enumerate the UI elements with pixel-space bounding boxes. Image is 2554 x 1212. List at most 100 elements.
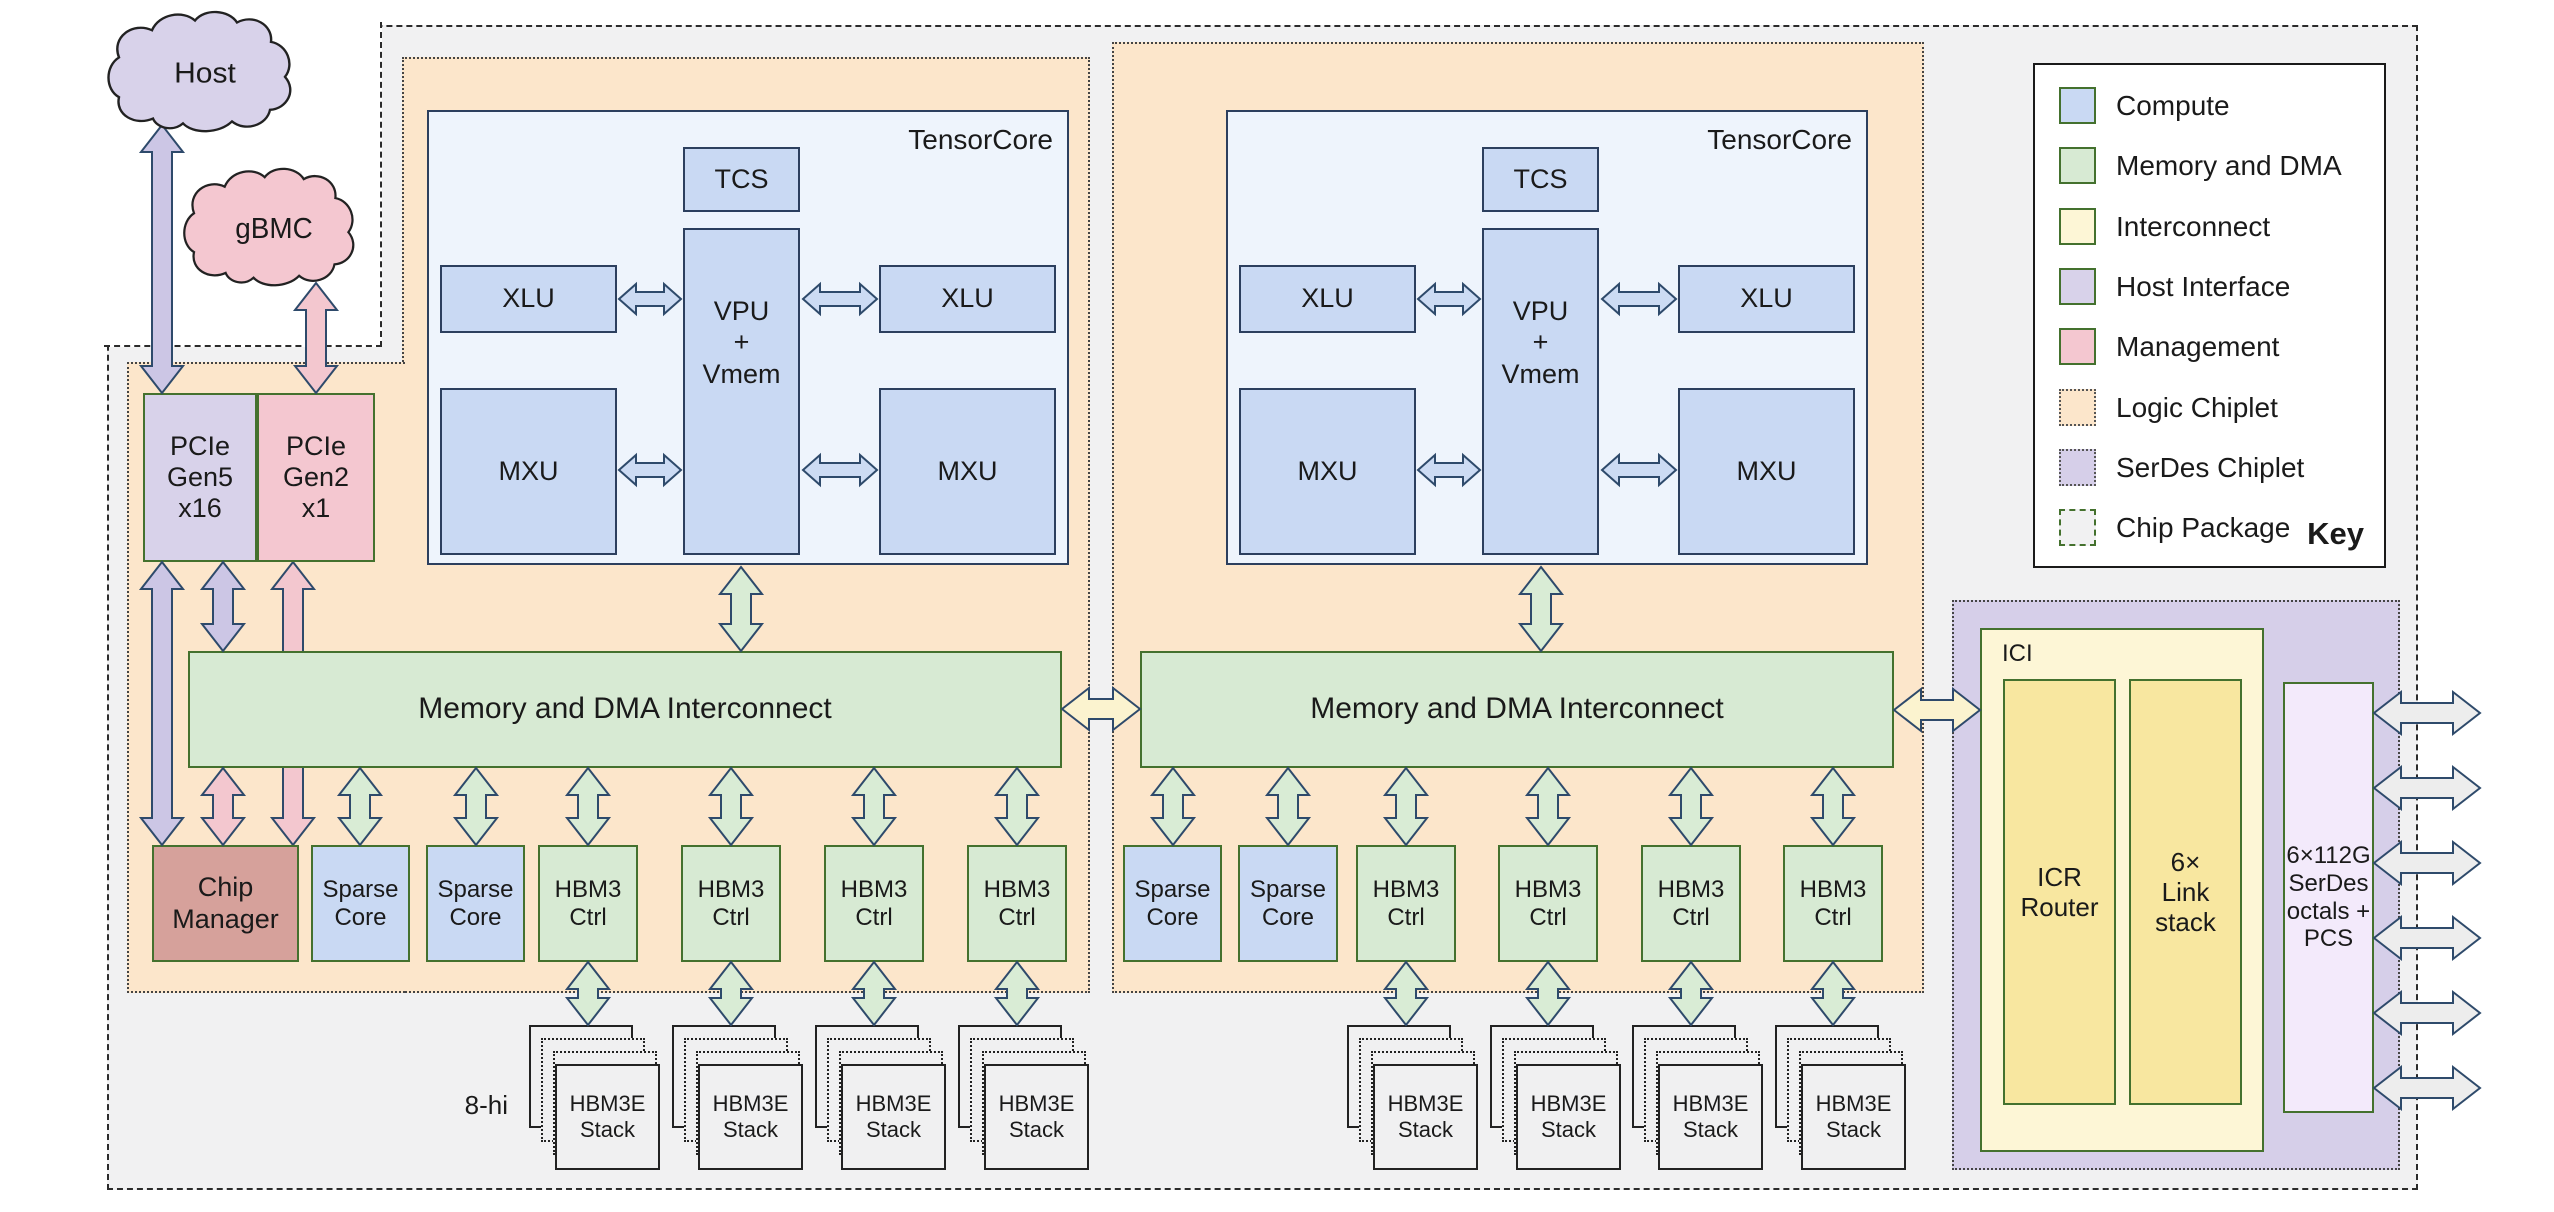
hbm3-ctrl-box: HBM3 Ctrl [1783, 845, 1883, 962]
hbm3-ctrl-box: HBM3 Ctrl [681, 845, 781, 962]
interconnect-ici-arrow [1892, 686, 1982, 734]
gbmc-cloud-shape [183, 167, 355, 287]
interconnect-hbmctrl-arrow-shape [564, 766, 612, 847]
key-swatch-memory [2059, 147, 2096, 184]
tensorcore2-interconnect-arrow [1517, 565, 1565, 653]
hbmctrl-stack-arrow-shape [1524, 960, 1572, 1027]
interconnect-sparse-arrow [336, 766, 384, 847]
serdes-link-arrow [2372, 1064, 2482, 1112]
serdes-link-arrow [2372, 839, 2482, 887]
xlu-vpu-arrow-shape [1416, 281, 1482, 317]
icr-router-box: ICR Router [2003, 679, 2116, 1105]
sparse-core-box: Sparse Core [1238, 845, 1338, 962]
hbmctrl-stack-arrow [1524, 960, 1572, 1027]
hbmctrl-stack-arrow-shape [1667, 960, 1715, 1027]
hbm3-ctrl-box: HBM3 Ctrl [1356, 845, 1456, 962]
interconnect-hbmctrl-arrow-shape [707, 766, 755, 847]
key-swatch-compute [2059, 87, 2096, 124]
key-swatch-logic-chiplet [2059, 389, 2096, 426]
hbmctrl-stack-arrow [1667, 960, 1715, 1027]
hbmctrl-stack-arrow [564, 960, 612, 1027]
pcie5-interconnect-arrow [199, 560, 247, 653]
pcie5-chipmgr-arrow [138, 560, 186, 847]
serdes-link-arrow [2372, 989, 2482, 1037]
serdes-octals-box: 6×112G SerDes octals + PCS [2283, 682, 2374, 1113]
hbm3-ctrl-box: HBM3 Ctrl [538, 845, 638, 962]
vpu-xlu-arrow-shape [801, 281, 879, 317]
host-cloud-shape [107, 10, 292, 133]
interconnect-sparse-arrow-shape [336, 766, 384, 847]
hbm3e-stack-front: HBM3E Stack [1658, 1064, 1763, 1170]
gbmc-pcie2-arrow [292, 281, 340, 395]
vpu-xlu-arrow [801, 452, 879, 488]
interconnect-hbmctrl-arrow [993, 766, 1041, 847]
serdes-link-arrow-shape [2372, 839, 2482, 887]
hbmctrl-stack-arrow [1382, 960, 1430, 1027]
pcie5-interconnect-arrow-shape [199, 560, 247, 653]
tensorcore-1-xlu-left-box: XLU [440, 265, 617, 333]
memory-dma-interconnect-1: Memory and DMA Interconnect [188, 651, 1062, 768]
interconnect-link-arrow-shape [1060, 685, 1142, 733]
interconnect-hbmctrl-arrow [850, 766, 898, 847]
tensorcore-2-vpu-box: VPU + Vmem [1482, 228, 1599, 555]
vpu-xlu-arrow [1600, 452, 1678, 488]
hbm3e-stack-front: HBM3E Stack [984, 1064, 1089, 1170]
tensorcore2-interconnect-arrow-shape [1517, 565, 1565, 653]
interconnect-link-arrow [1060, 685, 1142, 733]
interconnect-hbmctrl-arrow-shape [993, 766, 1041, 847]
hbm3e-stack-front: HBM3E Stack [841, 1064, 946, 1170]
tensorcore-1-mxu-right-box: MXU [879, 388, 1056, 555]
tensorcore-2-xlu-left-box: XLU [1239, 265, 1416, 333]
sparse-core-box: Sparse Core [311, 845, 410, 962]
vpu-xlu-arrow-shape [801, 452, 879, 488]
hbm3e-stack-front: HBM3E Stack [1801, 1064, 1906, 1170]
tensorcore1-interconnect-arrow [717, 565, 765, 653]
interconnect-hbmctrl-arrow [707, 766, 755, 847]
vpu-xlu-arrow-shape [1600, 452, 1678, 488]
interconnect-hbmctrl-arrow-shape [1524, 766, 1572, 847]
xlu-vpu-arrow-shape [617, 452, 683, 488]
hbm3-ctrl-box: HBM3 Ctrl [967, 845, 1067, 962]
key-label-interconnect: Interconnect [2116, 211, 2271, 242]
hbmctrl-stack-arrow-shape [1809, 960, 1857, 1027]
serdes-link-arrow [2372, 689, 2482, 737]
interconnect-hbmctrl-arrow-shape [850, 766, 898, 847]
hbm3e-stack-front: HBM3E Stack [698, 1064, 803, 1170]
serdes-link-arrow-shape [2372, 764, 2482, 812]
interconnect-sparse-arrow [1264, 766, 1312, 847]
tensorcore-1-tcs-box: TCS [683, 147, 800, 212]
interconnect-sparse-arrow-shape [1264, 766, 1312, 847]
hbm3e-stack-front: HBM3E Stack [555, 1064, 660, 1170]
pcie-gen2-box: PCIe Gen2 x1 [257, 393, 375, 562]
hbmctrl-stack-arrow-shape [707, 960, 755, 1027]
tensorcore-1-mxu-left-box: MXU [440, 388, 617, 555]
sparse-core-box: Sparse Core [426, 845, 525, 962]
key-label-management: Management [2116, 331, 2280, 362]
xlu-vpu-arrow [617, 281, 683, 317]
tensorcore1-interconnect-arrow-shape [717, 565, 765, 653]
tensorcore-2-title: TensorCore [1707, 124, 1852, 155]
vpu-xlu-arrow-shape [1600, 281, 1678, 317]
tensorcore-2-tcs-box: TCS [1482, 147, 1599, 212]
host-pcie5-arrow [138, 123, 186, 395]
tensorcore-2-mxu-right-box: MXU [1678, 388, 1855, 555]
stack-height-label: 8-hi [464, 1090, 508, 1120]
xlu-vpu-arrow [1416, 452, 1482, 488]
key-label-serdes-chiplet: SerDes Chiplet [2116, 452, 2305, 483]
host-pcie5-arrow-shape [138, 123, 186, 395]
interconnect-hbmctrl-arrow-shape [1382, 766, 1430, 847]
key-label-memory: Memory and DMA [2116, 150, 2342, 181]
host-cloud: Host [107, 10, 292, 133]
serdes-link-arrow-shape [2372, 989, 2482, 1037]
tensorcore-1-title: TensorCore [908, 124, 1053, 155]
interconnect-sparse-arrow-shape [452, 766, 500, 847]
key-swatch-serdes-chiplet [2059, 449, 2096, 486]
key-title: Key [2307, 516, 2364, 551]
interconnect-hbmctrl-arrow [1524, 766, 1572, 847]
vpu-xlu-arrow [801, 281, 879, 317]
xlu-vpu-arrow-shape [1416, 452, 1482, 488]
key-label-host: Host Interface [2116, 271, 2291, 302]
